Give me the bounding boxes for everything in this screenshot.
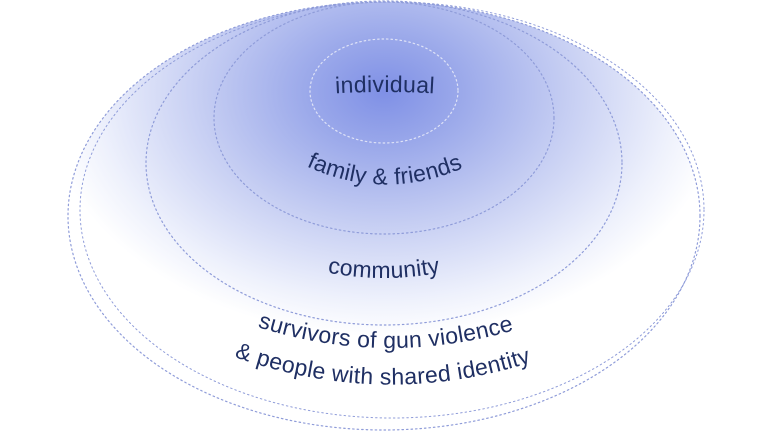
label-individual: individual bbox=[334, 71, 435, 98]
ring-community bbox=[145, 0, 623, 326]
label-individual-text: individual bbox=[334, 71, 435, 98]
label-community-text: community bbox=[327, 252, 442, 283]
label-community: community bbox=[327, 252, 442, 283]
ring-individual bbox=[309, 38, 459, 144]
ring-family-friends bbox=[213, 1, 555, 235]
ring-survivors-trace bbox=[79, 1, 705, 419]
